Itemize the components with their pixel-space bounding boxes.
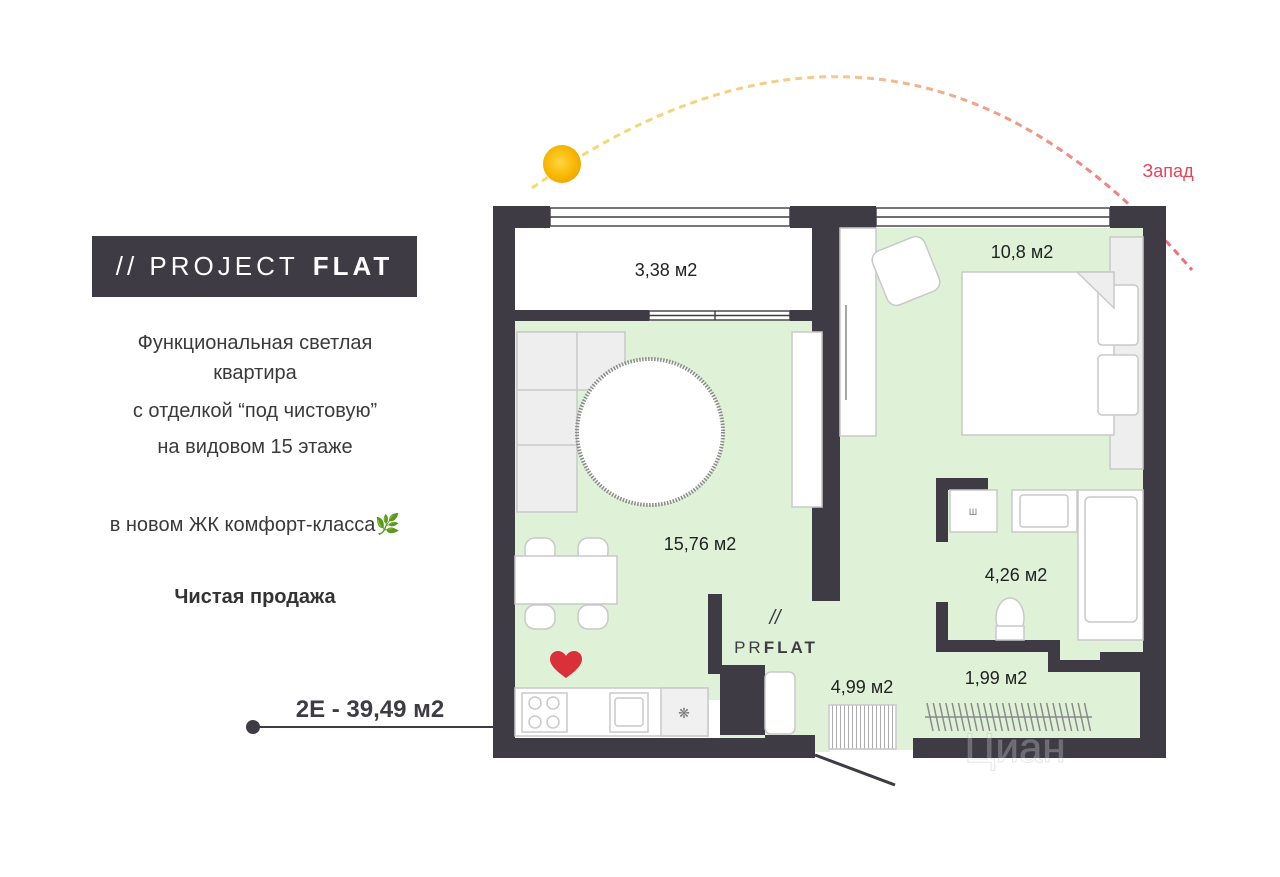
hanger: [1052, 702, 1060, 732]
hall-furniture: [764, 671, 897, 750]
hanger: [1045, 702, 1054, 732]
sun-path-arc: [531, 75, 1194, 271]
kitchen-counter: [514, 687, 709, 737]
hanger: [951, 702, 959, 732]
hanger: [1064, 702, 1073, 732]
hanger: [1008, 702, 1016, 732]
bathroom-fixtures: Ш: [949, 489, 1144, 641]
hanger: [938, 702, 947, 732]
hanger: [1083, 702, 1092, 732]
brand-prefix: // PROJECT: [115, 251, 299, 281]
west-label: Запад: [1142, 161, 1194, 181]
brand-banner: // PROJECT FLAT: [92, 236, 417, 297]
hanger: [970, 702, 978, 732]
fan-icon: ❋: [678, 705, 690, 721]
logo-flat: FLAT: [764, 638, 818, 657]
logo-text: PRFLAT: [734, 638, 818, 657]
hanger: [1071, 702, 1079, 732]
hanger: [1039, 702, 1048, 732]
area-balcony: 3,38 м2: [635, 260, 697, 280]
logo-slashes: //: [767, 607, 783, 629]
logo-pr: PR: [734, 638, 764, 657]
area-bedroom: 10,8 м2: [991, 242, 1053, 262]
area-bathroom: 4,26 м2: [985, 565, 1047, 585]
hanger: [932, 702, 941, 732]
area-living: 15,76 м2: [664, 534, 736, 554]
svg-text:Ш: Ш: [969, 507, 977, 517]
hanger: [926, 702, 934, 732]
wardrobe-hangers: [926, 702, 1092, 732]
round-rug: [575, 357, 725, 507]
unit-label-dot: [246, 720, 260, 734]
hanger: [945, 702, 953, 732]
windows: [549, 207, 1111, 321]
walls: [493, 206, 1166, 758]
hanger: [1020, 702, 1029, 732]
description-line-1: Функциональная светлая: [137, 332, 373, 354]
tv-cabinet: [791, 331, 823, 508]
hanger: [1033, 702, 1041, 732]
hanger: [957, 702, 966, 732]
unit-label: 2Е - 39,49 м2: [296, 696, 445, 723]
watermark: Циан: [964, 724, 1065, 771]
hanger: [976, 702, 985, 732]
hanger: [982, 702, 991, 732]
hanger: [1027, 702, 1035, 732]
dining-set: [514, 537, 618, 630]
entry-door: [814, 753, 896, 787]
hanger: [1077, 702, 1085, 732]
description-line-4: на видовом 15 этаже: [157, 436, 353, 458]
sale-label: Чистая продажа: [174, 586, 336, 608]
description-line-5: в новом ЖК комфорт-класса🌿: [109, 514, 401, 536]
balcony-floor: [515, 228, 820, 310]
area-wardrobe: 1,99 м2: [965, 668, 1027, 688]
hanger: [1058, 702, 1067, 732]
area-hall: 4,99 м2: [831, 677, 893, 697]
brand-name: FLAT: [312, 251, 394, 281]
bedroom-furniture: [839, 227, 1144, 470]
hanger: [1001, 702, 1010, 732]
hanger: [989, 702, 997, 732]
hanger: [964, 702, 972, 732]
heart-icon: [550, 651, 582, 678]
description-line-2: квартира: [213, 362, 297, 384]
hanger: [1014, 702, 1022, 732]
hanger: [995, 702, 1004, 732]
sofa: [516, 331, 626, 513]
sun-icon: [543, 145, 581, 183]
description-line-3: с отделкой “под чистовую”: [132, 400, 378, 422]
